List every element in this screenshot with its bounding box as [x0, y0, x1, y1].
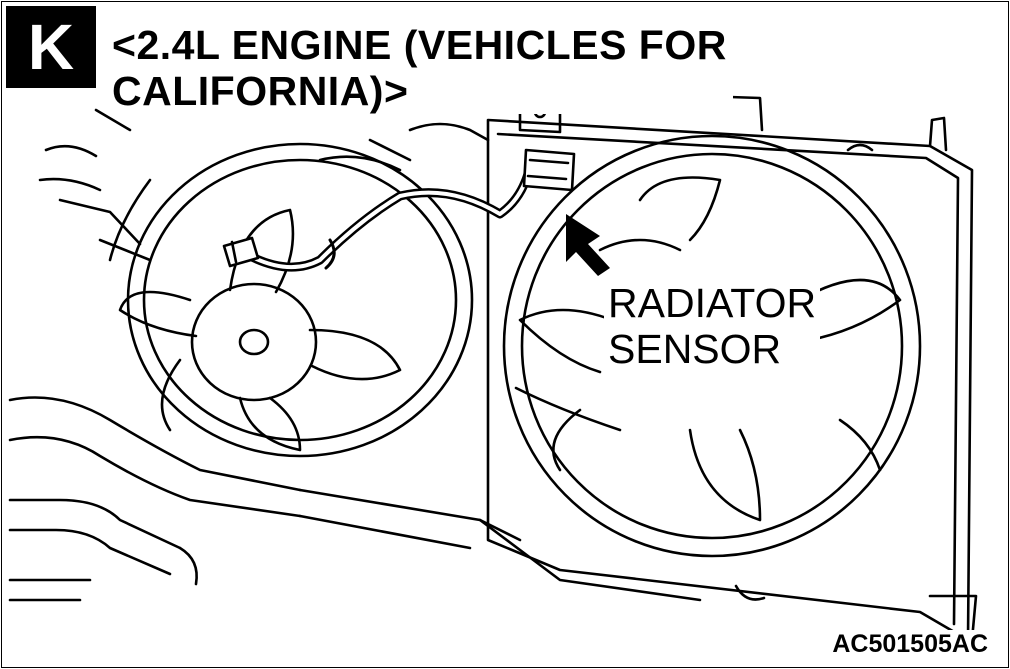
lower-hoses: [8, 396, 702, 602]
harness-connector: [222, 236, 260, 268]
pointer-arrow-icon: [566, 214, 610, 276]
left-fan-shroud: [108, 142, 474, 458]
figure-code: AC501505AC: [830, 630, 990, 659]
section-badge: K: [6, 6, 96, 88]
title-line-2: CALIFORNIA)>: [112, 68, 409, 114]
radiator-sensor-label: RADIATOR SENSOR: [604, 280, 821, 372]
connector-icon: [522, 148, 576, 192]
callout-line-1: RADIATOR: [608, 280, 817, 326]
sensor-harness: [245, 169, 622, 432]
upper-brackets: [38, 108, 490, 262]
diagram-title: <2.4L ENGINE (VEHICLES FOR CALIFORNIA)>: [112, 22, 733, 114]
title-line-1: <2.4L ENGINE (VEHICLES FOR: [112, 22, 727, 68]
callout-line-2: SENSOR: [608, 326, 782, 372]
right-fan-shroud: [502, 134, 922, 558]
